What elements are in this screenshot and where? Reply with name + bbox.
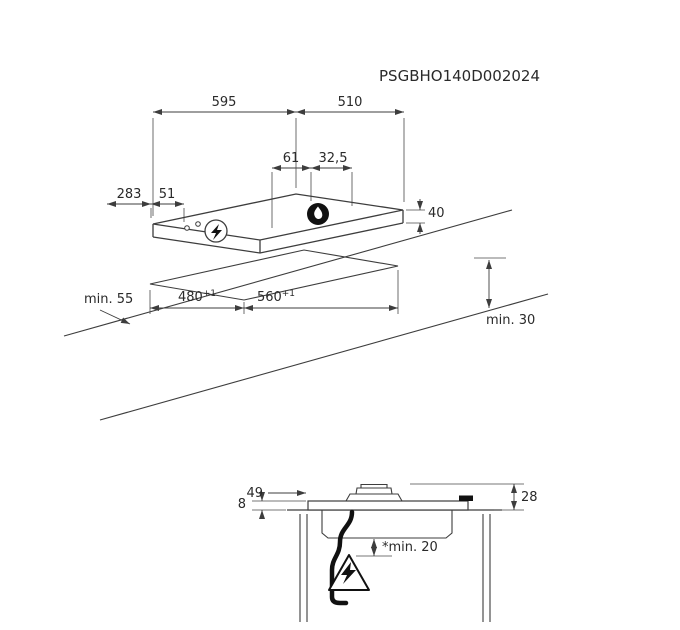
hob-glass-profile [307,500,469,511]
worktop-bottom-edge [99,293,549,421]
section-view: 8 49 28 *min. 20 [238,483,538,622]
warning-lightning-triangle-icon [328,554,370,591]
hob-pan-profile [321,510,453,539]
cutout-width-label: 560+1 [257,289,295,305]
section-knob [459,495,473,501]
hob-bottom-edge [152,222,404,254]
dim-thickness-label: 40 [428,206,445,221]
flame-icon [307,203,329,225]
clearance-front-label: min. 55 [84,292,133,307]
cutout-depth-label: 480+1 [178,289,216,305]
part-number: PSGBHO140D002024 [379,67,540,85]
cabinet-walls [299,514,491,622]
small-knob-dot [184,225,190,231]
dim-left-a-label: 283 [117,187,142,202]
cutout-opening [149,249,399,301]
dim-burner-a-label: 61 [283,151,300,166]
dim-left-b-label: 51 [159,187,176,202]
hob-top-surface [152,193,404,241]
dim-depth-label: 510 [338,95,363,110]
lightning-icon [204,219,228,243]
dim-glass-height-label: 8 [238,497,246,512]
dim-left-label: 49 [246,486,263,501]
burner-profile [345,483,403,502]
dim-height-right-label: 28 [521,490,538,505]
gas-pipe [329,509,355,606]
clearance-bottom-label: *min. 20 [382,540,438,555]
hob-top-view: 595 510 61 32,5 283 51 40 [107,95,445,254]
worktop-cutout-view: 480+1 560+1 min. 55 min. 30 [63,209,549,421]
dim-width-label: 595 [212,95,237,110]
small-knob-dot [195,221,201,227]
worktop-front-edge [63,209,513,337]
dim-burner-b-label: 32,5 [319,151,348,166]
clearance-right-label: min. 30 [486,313,535,328]
